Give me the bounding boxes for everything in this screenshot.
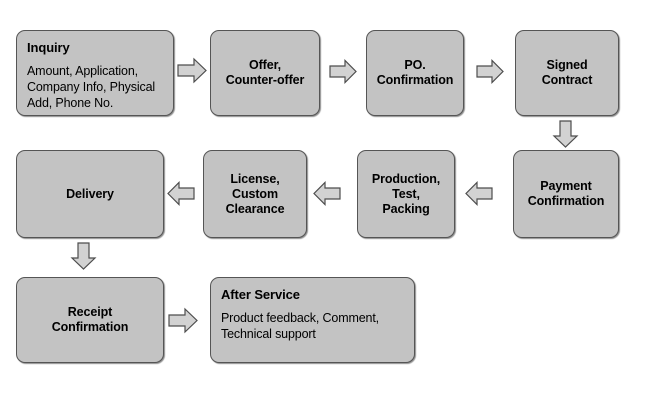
node-after-service-title: After Service [221, 287, 300, 302]
node-inquiry-body: Amount, Application, Company Info, Physi… [27, 64, 156, 110]
arrow-offer-to-po [329, 59, 357, 84]
node-production[interactable]: Production, Test, Packing [357, 150, 455, 238]
node-offer-title: Offer, Counter-offer [225, 58, 305, 87]
node-after-service-body: Product feedback, Comment, Technical sup… [221, 311, 379, 341]
arrow-production-to-license [313, 181, 341, 206]
arrow-receipt-to-after-service [168, 307, 198, 334]
arrow-inquiry-to-offer [177, 57, 207, 84]
arrow-po-to-signed-contract [476, 59, 504, 84]
node-payment-confirmation-title: Payment Confirmation [527, 179, 605, 208]
node-po-confirmation[interactable]: PO. Confirmation [366, 30, 464, 116]
node-offer[interactable]: Offer, Counter-offer [210, 30, 320, 116]
node-signed-contract-title: Signed Contract [541, 58, 593, 87]
node-production-title: Production, Test, Packing [371, 171, 441, 216]
node-inquiry[interactable]: Inquiry Amount, Application, Company Inf… [16, 30, 174, 116]
node-delivery-title: Delivery [66, 186, 114, 201]
node-payment-confirmation[interactable]: Payment Confirmation [513, 150, 619, 238]
node-receipt-confirmation[interactable]: Receipt Confirmation [16, 277, 164, 363]
node-delivery[interactable]: Delivery [16, 150, 164, 238]
node-receipt-confirmation-title: Receipt Confirmation [51, 305, 129, 334]
arrow-delivery-to-receipt [70, 242, 97, 270]
arrow-signed-contract-to-payment [552, 120, 579, 148]
arrow-license-to-delivery [167, 181, 195, 206]
node-after-service[interactable]: After Service Product feedback, Comment,… [210, 277, 415, 363]
node-signed-contract[interactable]: Signed Contract [515, 30, 619, 116]
arrow-payment-to-production [465, 181, 493, 206]
node-po-confirmation-title: PO. Confirmation [376, 58, 454, 87]
node-inquiry-title: Inquiry [27, 40, 70, 55]
node-license-title: License, Custom Clearance [225, 171, 285, 216]
node-license[interactable]: License, Custom Clearance [203, 150, 307, 238]
